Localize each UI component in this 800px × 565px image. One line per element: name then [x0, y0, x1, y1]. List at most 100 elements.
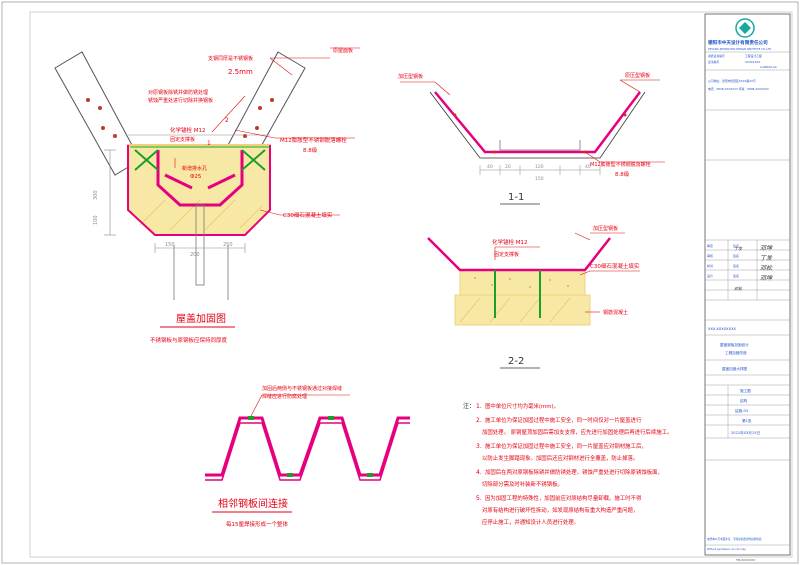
joint-title: 相邻钢板间连接: [218, 497, 288, 510]
section2-anchor-sub: 固定支撑板: [494, 251, 519, 258]
tb-signature-2: 丁发: [760, 254, 773, 262]
section2-anchor: 化学锚栓 M12: [492, 238, 528, 246]
section-2-2: 加压型钢板 化学锚栓 M12 固定支撑板 C30细石混凝土填实 钢筋混凝土 2-…: [427, 225, 640, 369]
joint-note-2: 焊缝应进行防腐处理: [262, 393, 307, 400]
section2-anchors: [494, 270, 541, 318]
notes-heading: 注：: [463, 402, 475, 410]
note-line: 应停止施工，并通知设计人员进行处理。: [482, 518, 579, 526]
section2-leaders: [494, 232, 640, 313]
section2-concrete: [459, 269, 586, 296]
joint-subtitle: 每15厘焊接形成一个整体: [226, 520, 288, 528]
note-line: 加固处理。 原钢屋顶加固后需加支支撑，应先进行加固处理后再进行后续施工。: [482, 428, 672, 436]
section1-dim-20: 20: [505, 164, 511, 170]
section-mark-2: 2: [225, 117, 229, 124]
dim-150: 150: [165, 242, 175, 248]
note-line: 加固后在两对原钢板除锈并做防锈处理，锈蚀严重处进行切除原锈蚀板面，: [485, 468, 663, 476]
tb-address: 公司地址：德阳市旌阳区XXXX路XX号: [708, 79, 756, 83]
tb-field-approve: 审定: [707, 243, 713, 248]
joint-profile-1: [205, 416, 410, 477]
tb-signature-4: 邓坤: [760, 274, 773, 282]
tb-date: 2021年03月15日: [731, 430, 760, 435]
note-line: 切除部分需及时补装新不锈钢板。: [482, 480, 563, 488]
section1-dim-40: 40: [487, 164, 493, 170]
section2-steel: [427, 237, 611, 272]
label-anchor: 化学锚栓 M12: [170, 126, 206, 134]
tb-cert-num: XXXXXXXX: [745, 60, 760, 64]
note-line: 图中单位尺寸均为毫米(mm)。: [485, 402, 559, 410]
note-line: 因为加固工程的特殊性，加固前应对原结构尽量卸载。施工时不得: [485, 494, 642, 502]
section1-bolt: M12膨胀型不锈钢脱落螺栓: [590, 161, 651, 168]
section-mark-1: 1: [207, 140, 211, 147]
note-number: 3.: [476, 443, 482, 450]
note-line: 施工单位为保证加固过程中施工安全，同一片屋盖应对钢材施工后，: [485, 442, 647, 450]
tb-signature-3: 邓松: [760, 264, 773, 272]
section1-dim-150: 150: [535, 176, 544, 182]
label-steel-plate: 支钢同厚是不锈钢板: [208, 55, 253, 62]
label-roof-steel: 原屋面板: [333, 47, 353, 54]
anchor-bolt-left: [164, 173, 193, 190]
section2-add-steel: 加压型钢板: [593, 225, 618, 232]
tb-project-name: 屋盖钢板加固设计: [720, 342, 749, 347]
tb-sig-label-1: 签名: [733, 243, 739, 248]
company-name: 德阳市中天设计有限责任公司: [708, 39, 768, 46]
drain-pipe: [195, 204, 205, 286]
tb-sheet: 第1张: [742, 418, 752, 423]
tb-cert-grade: 工程设计乙级: [745, 54, 762, 58]
tb-grid: [705, 51, 790, 546]
section1-outer-steel: [434, 91, 641, 154]
notes: 注： 1.图中单位尺寸均为毫米(mm)。2.施工单位为保证加固过程中施工安全，同…: [463, 402, 672, 526]
tb-footer-en: Without permission, do not copy: [707, 548, 746, 551]
section1-add-steel: 加压型钢板: [398, 73, 423, 80]
main-detail-subtitle: 不锈钢板与原钢板应保持同厚度: [150, 336, 228, 344]
tb-project-sub: 工程加固改造: [725, 350, 747, 355]
tb-field-check: 校对: [707, 263, 713, 268]
label-weld-note-1: 对原钢板除锈并做防锈处理: [148, 89, 208, 96]
tb-field-design: 设计: [707, 273, 713, 278]
tb-signature-6: 邓松: [734, 286, 743, 291]
note-number: 2.: [476, 417, 482, 424]
section1-bolts: [453, 113, 627, 154]
section-1-1: 加压型钢板 原压型钢板 M12膨胀型不锈钢脱落螺栓 8.8级 40 120 20…: [398, 72, 665, 205]
tb-cert-num-label: 证书编号: [708, 60, 719, 64]
label-drain-dia: Φ25: [190, 174, 202, 180]
label-bolt: M12膨胀型不锈钢脱落螺栓: [280, 136, 347, 144]
tb-project-code: XXX-XXXXXXXX: [708, 327, 737, 331]
main-leaders: [174, 47, 360, 216]
dim-100: 100: [93, 215, 99, 225]
section1-title: 1-1: [508, 192, 524, 203]
tb-cert-code: A-00000-AA: [760, 65, 777, 69]
label-concrete: C30细石混凝土填实: [283, 211, 333, 219]
joint-profile-2: [205, 422, 410, 481]
label-weld-note-2: 锈蚀严重处进行切除并换钢板: [148, 97, 213, 104]
company-logo-icon: [735, 18, 755, 38]
joint-detail: 加固后两侧与不锈钢板通过对接焊缝 焊缝应进行防腐处理 相邻钢板间连接 每15厘焊…: [205, 385, 410, 528]
section2-beam-label: 钢筋混凝土: [603, 309, 628, 316]
section1-dim-120: 120: [535, 164, 544, 170]
section1-roof-plate: [429, 91, 646, 159]
label-thickness: 2.5mm: [228, 68, 253, 76]
section1-leaders: [400, 79, 665, 163]
outer-steel: [127, 145, 271, 236]
joint-note-1: 加固后两侧与不锈钢板通过对接焊缝: [262, 385, 342, 392]
dim-250: 250: [223, 242, 233, 248]
main-detail: 支钢同厚是不锈钢板 2.5mm 原屋面板 对原钢板除锈并做防锈处理 锈蚀严重处进…: [54, 47, 360, 344]
main-dimensions: [104, 134, 270, 253]
company-name-en: DEYANG ZHONGTIAN DESIGN INSTITUTE CO.,LT…: [708, 47, 771, 51]
section1-dim-40b: 40: [585, 164, 591, 170]
note-number: 4.: [476, 469, 482, 476]
anchor-bolt-right: [207, 173, 236, 190]
title-block: 德阳市中天设计有限责任公司 DEYANG ZHONGTIAN DESIGN IN…: [704, 13, 791, 556]
label-bolt-grade: 8.8级: [303, 146, 318, 154]
tb-sig-label-3: 签名: [733, 263, 739, 268]
label-anchor-sub: 固定支撑板: [170, 136, 195, 143]
tb-sig-label-2: 签名: [733, 253, 739, 258]
tb-discipline: 结构: [740, 398, 748, 403]
dim-200: 200: [190, 252, 200, 258]
main-detail-title: 屋盖加固图: [176, 312, 226, 325]
tb-field-review: 审核: [707, 253, 713, 258]
anchor-plates: [130, 146, 270, 171]
section1-roof-plate-label: 原压型钢板: [625, 72, 650, 79]
tb-footer: 未经本公司书面许可，不得复制及用作其他用途: [707, 537, 762, 541]
tb-signature-5: 丁发: [734, 246, 743, 251]
note-line: 对原有结构进行破坏性拆动，如发现原结构有重大构造严重问题，: [482, 506, 638, 514]
